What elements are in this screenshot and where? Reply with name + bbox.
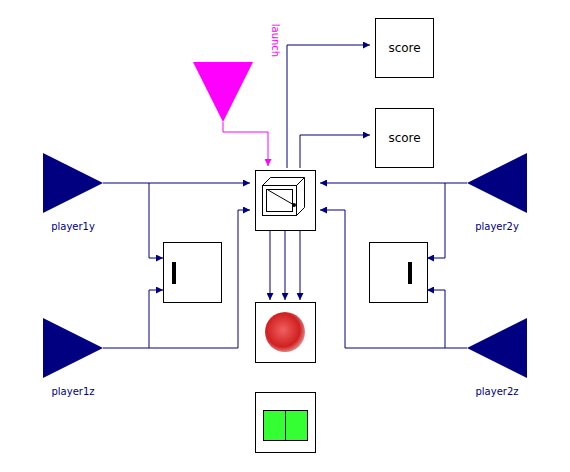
block-name: score bbox=[388, 41, 420, 55]
signal-name: launch bbox=[270, 23, 281, 56]
block-name: score bbox=[388, 131, 420, 145]
field-block bbox=[256, 393, 316, 453]
trigger-triangle bbox=[193, 62, 253, 122]
input-port: player1z bbox=[43, 318, 103, 400]
input-port: player2y bbox=[467, 153, 527, 235]
port-name: player2z bbox=[475, 386, 518, 397]
score-box: score bbox=[375, 108, 434, 168]
input-port: player1y bbox=[43, 153, 103, 235]
input-port: player2z bbox=[467, 318, 527, 400]
port-name: player2y bbox=[475, 221, 519, 232]
port-name: player1z bbox=[51, 386, 94, 397]
score-box: score bbox=[375, 18, 434, 78]
trigger-wire bbox=[223, 122, 268, 166]
game-block bbox=[256, 171, 316, 231]
left-paddle bbox=[164, 243, 222, 303]
input-triangle bbox=[467, 153, 527, 213]
input-triangle bbox=[43, 153, 103, 213]
input-triangle bbox=[43, 318, 103, 378]
ball-block bbox=[256, 303, 316, 363]
right-paddle bbox=[370, 243, 428, 303]
input-triangle bbox=[467, 318, 527, 378]
port-name: player1y bbox=[51, 221, 95, 232]
